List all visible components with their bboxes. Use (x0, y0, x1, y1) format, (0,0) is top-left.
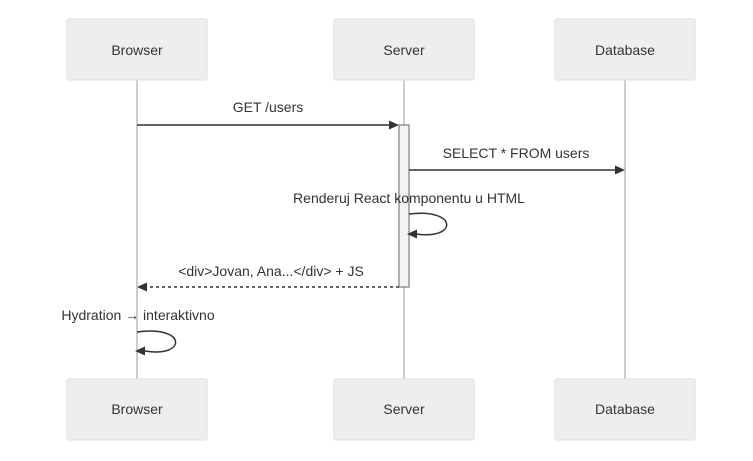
arrowhead-icon (407, 229, 417, 239)
browser-actor-top: Browser (66, 18, 208, 81)
arrowhead-icon (615, 165, 625, 175)
server-activation-bar (398, 124, 410, 288)
server-actor-bottom-label: Server (383, 401, 425, 417)
arrowhead-icon (389, 120, 399, 130)
browser-actor-top-label: Browser (111, 42, 163, 58)
server-actor-top-label: Server (383, 42, 425, 58)
message-hydration: Hydration → interaktivno (61, 307, 215, 356)
database-actor-bottom-label: Database (595, 401, 655, 417)
message-select-users-label: SELECT * FROM users (443, 145, 590, 161)
message-render-react: Renderuj React komponentu u HTML (293, 190, 525, 239)
arrowhead-icon (137, 282, 147, 292)
message-render-react-label: Renderuj React komponentu u HTML (293, 190, 525, 206)
browser-actor-bottom-label: Browser (111, 401, 163, 417)
message-response-html-label: <div>Jovan, Ana...</div> + JS (178, 263, 364, 279)
message-response-html: <div>Jovan, Ana...</div> + JS (137, 263, 399, 292)
database-actor-bottom: Database (554, 378, 696, 441)
server-actor-bottom: Server (333, 378, 475, 441)
database-actor-top-label: Database (595, 42, 655, 58)
server-actor-top: Server (333, 18, 475, 81)
message-select-users: SELECT * FROM users (409, 145, 625, 175)
message-get-users: GET /users (137, 99, 399, 130)
arrowhead-icon (135, 346, 145, 356)
message-get-users-label: GET /users (233, 99, 304, 115)
database-actor-top: Database (554, 18, 696, 81)
browser-actor-bottom: Browser (66, 378, 208, 441)
message-hydration-label: Hydration → interaktivno (61, 307, 215, 323)
